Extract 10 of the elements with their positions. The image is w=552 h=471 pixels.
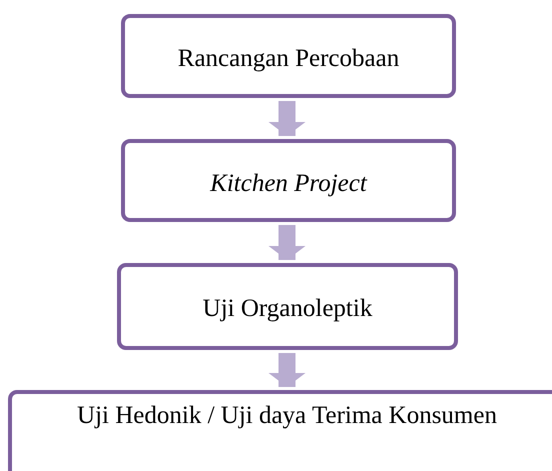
step-label: Uji Organoleptik (202, 294, 372, 324)
step-label: Kitchen Project (210, 169, 367, 199)
down-arrow (268, 353, 306, 387)
process-box (117, 263, 458, 350)
process-box (121, 14, 456, 98)
down-arrow (268, 101, 306, 136)
step-label: Uji Hedonik / Uji daya Terima Konsumen (77, 401, 497, 431)
down-arrow (268, 225, 306, 260)
step-label: Rancangan Percobaan (178, 44, 400, 74)
process-box (121, 139, 456, 222)
